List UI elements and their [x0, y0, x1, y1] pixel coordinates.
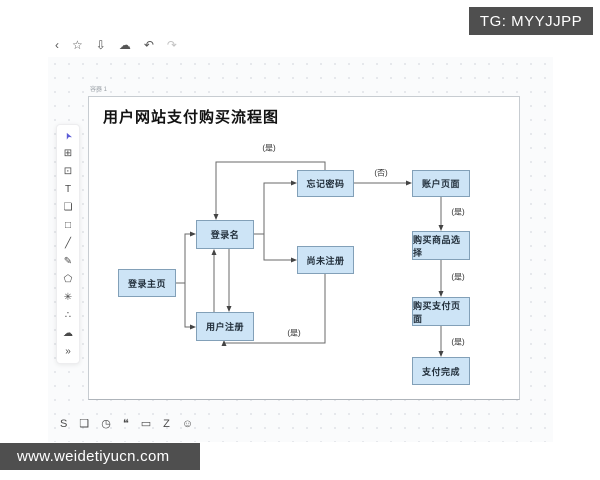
edge-label-4[interactable]: (是)	[451, 337, 465, 347]
node-payment-done[interactable]: 支付完成	[412, 357, 470, 385]
frame-tool-icon[interactable]: ⊞	[63, 148, 73, 159]
node-forgot-password[interactable]: 忘记密码	[297, 170, 354, 197]
edge-label-0[interactable]: (是)	[262, 143, 276, 153]
sticker-icon[interactable]: ❑	[79, 417, 90, 430]
tool-sidebar: ➤ ⊞ ⊡ T ❏ □ ╱ ✎ ⬠ ✳ ∴ ☁ »	[56, 124, 80, 364]
top-toolbar: ‹ ☆ ⇩ ☁ ↶ ↷	[55, 36, 177, 54]
canvas-frame[interactable]: 用户网站支付购买流程图 登录主页登录名用户注册 忘记密码尚未注册 账户页面购买商品选…	[88, 96, 520, 400]
card-icon[interactable]: ▭	[140, 417, 152, 430]
polygon-tool-icon[interactable]: ⬠	[63, 274, 73, 285]
magic-tool-icon[interactable]: ✳	[63, 292, 73, 303]
edge-label-3[interactable]: (是)	[451, 272, 465, 282]
frame-name-label[interactable]: 容器 1	[90, 87, 108, 93]
back-icon[interactable]: ‹	[55, 38, 59, 52]
edge-to-user-register[interactable]	[184, 283, 196, 330]
node-user-register[interactable]: 用户注册	[196, 312, 254, 341]
tg-badge: TG: MYYJJPP	[469, 7, 593, 35]
crop-tool-icon[interactable]: ⊡	[63, 166, 73, 177]
edge-to-not-registered[interactable]	[263, 234, 297, 263]
node-login-name[interactable]: 登录名	[196, 220, 254, 249]
bottom-toolbar: S ❑ ◷ ❝ ▭ Z ☺	[60, 416, 193, 432]
comment-icon[interactable]: ❝	[122, 417, 129, 430]
pencil-tool-icon[interactable]: ✎	[63, 256, 73, 267]
home-icon[interactable]: ☆	[72, 38, 83, 52]
shape-tool-icon[interactable]: □	[64, 220, 72, 231]
node-not-registered[interactable]: 尚未注册	[297, 246, 354, 274]
z-tool-icon[interactable]: Z	[163, 417, 170, 430]
edge-forgot-to-login-loop[interactable]	[213, 161, 326, 220]
connector-tool-icon[interactable]: ∴	[64, 310, 72, 321]
node-login-home[interactable]: 登录主页	[118, 269, 176, 297]
tg-badge-text: TG: MYYJJPP	[479, 12, 583, 30]
redo-icon[interactable]: ↷	[166, 38, 177, 52]
node-product-select[interactable]: 购买商品选择	[412, 231, 470, 260]
edge-label-2[interactable]: (是)	[451, 207, 465, 217]
cloud-sync-icon[interactable]: ☁	[118, 38, 131, 52]
edge-label-1[interactable]: (否)	[374, 168, 388, 178]
diagram-title[interactable]: 用户网站支付购买流程图	[103, 109, 280, 126]
watermark-bar: www.weidetiyucn.com	[0, 443, 200, 470]
undo-icon[interactable]: ↶	[143, 38, 154, 52]
line-tool-icon[interactable]: ╱	[64, 238, 72, 249]
text-tool-icon[interactable]: T	[64, 184, 72, 195]
watermark-text: www.weidetiyucn.com	[17, 448, 170, 465]
edge-to-login-name[interactable]	[184, 231, 196, 283]
sticky-note-tool-icon[interactable]: ❏	[63, 202, 73, 213]
edge-label-5[interactable]: (是)	[287, 328, 301, 338]
edge-to-forgot-password[interactable]	[263, 180, 297, 234]
timer-icon[interactable]: ◷	[101, 417, 111, 430]
export-icon[interactable]: ⇩	[95, 38, 106, 52]
upload-tool-icon[interactable]: ☁	[63, 328, 73, 339]
node-account-page[interactable]: 账户页面	[412, 170, 470, 197]
more-tools-icon[interactable]: »	[65, 346, 71, 357]
node-payment-page[interactable]: 购买支付页面	[412, 297, 470, 326]
s-tool-icon[interactable]: S	[60, 417, 68, 430]
select-tool-icon[interactable]: ➤	[61, 130, 74, 142]
connector-layer	[176, 161, 444, 357]
emoji-icon[interactable]: ☺	[181, 417, 194, 430]
edge-notreg-to-register[interactable]	[221, 274, 326, 346]
